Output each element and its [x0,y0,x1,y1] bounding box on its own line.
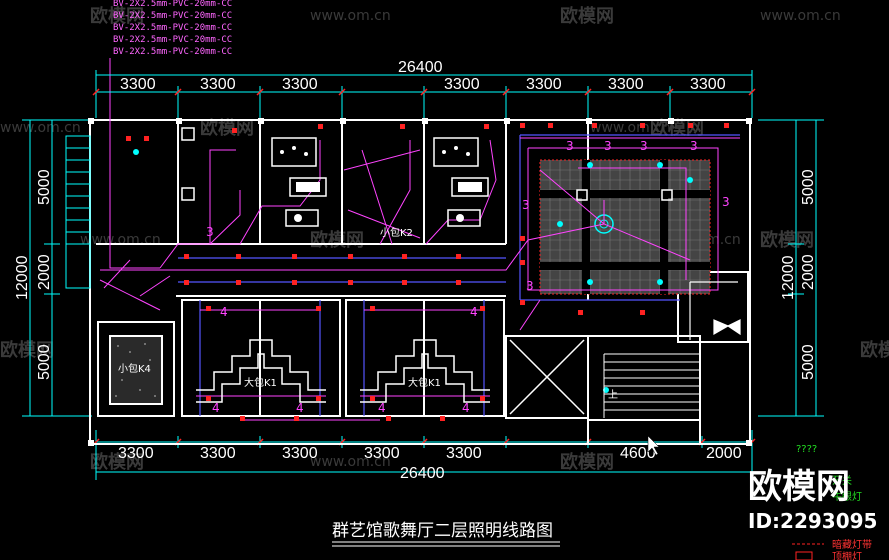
dim-top-segment: 3300 [526,76,562,93]
wire-spec-list: BV-2X2.5mm-PVC-20mm-CC BV-2X2.5mm-PVC-20… [109,0,232,110]
dance-floor-grid [539,159,711,295]
circuit-number: 4 [470,305,478,319]
dim-left-segment: 2000 [36,254,53,290]
circuit-number: 4 [378,401,386,415]
walls [89,119,751,445]
watermark-brand: 欧模网 [760,229,814,251]
circuit-number: 3 [522,198,530,212]
elevator [689,281,741,340]
dimension-text: 26400 3300 3300 3300 3300 3300 3300 3300… [14,59,817,482]
room-k4-floor [109,335,163,405]
circuit-number: 4 [296,401,304,415]
fixture-markers [126,123,729,421]
dim-top-segment: 3300 [282,76,318,93]
watermark-brand: 欧模网 [0,339,54,361]
circuit-number: 3 [566,139,574,153]
dim-top-total: 26400 [398,59,443,76]
drawing-title: 群艺馆歌舞厅二层照明线路图 [332,521,560,547]
circuit-number: 4 [462,401,470,415]
dim-bottom-segment: 4600 [620,445,656,462]
brand-logo: 欧模网 [748,467,850,507]
watermark-url: www.om.cn [590,120,671,136]
page-title: 群艺馆歌舞厅二层照明线路图 [332,521,553,541]
legend-header: ???? [796,444,817,455]
wire-spec: BV-2X2.5mm-PVC-20mm-CC [113,11,232,21]
dim-top-segment: 3300 [690,76,726,93]
dim-right-segment: 5000 [800,344,817,380]
dim-right-segment: 5000 [800,169,817,205]
room-label-k2: 小包K2 [380,226,413,239]
dim-top-segment: 3300 [120,76,156,93]
circuit-number: 3 [604,139,612,153]
wiring [99,110,740,421]
columns [88,118,752,446]
watermark-brand: 欧模网 [860,339,889,361]
legend-other: 顶棚灯 [832,550,862,560]
legend-switch: 开关 [832,474,852,487]
dim-bottom-segment: 2000 [706,445,742,462]
void-cross [509,339,585,415]
room-label-k1: 大包K1 [408,376,441,389]
room-label-k4: 小包K4 [118,362,151,375]
watermark-url: www.om.cn [760,8,841,24]
dim-bottom-segment: 3300 [446,445,482,462]
circuit-number: 3 [526,279,534,293]
wire-spec: BV-2X2.5mm-PVC-20mm-CC [113,0,232,9]
watermark-brand: 欧模网 [650,117,704,139]
dim-right-total: 12000 [780,255,797,300]
dim-top-segment: 3300 [608,76,644,93]
dim-right-segment: 2000 [800,254,817,290]
watermark-brand: 欧模网 [560,451,614,473]
circuit-number: 3 [690,139,698,153]
circuit-number: 3 [206,225,214,239]
watermark-url: www.om.cn [310,454,391,470]
watermark-url: www.om.cn [310,8,391,24]
room-label-k1: 大包K1 [244,376,277,389]
dim-bottom-segment: 3300 [282,445,318,462]
circuit-number: 4 [212,401,220,415]
watermark-layer: www.om.cn www.om.cn www.om.cn www.om.cn … [0,5,889,473]
stepped-seating [196,339,490,403]
legend-lamp: 牛眼灯 [832,490,862,503]
stair-up-label: 上 [608,389,618,401]
ktv-fixtures [181,127,489,227]
watermark-brand: 欧模网 [90,5,144,27]
dim-left-segment: 5000 [36,344,53,380]
ktv-fixture-detail [280,146,482,222]
circuit-numbers: 3 3 3 3 3 3 3 3 4 4 4 4 4 4 [206,139,730,415]
circuit-number: 3 [640,139,648,153]
dim-bottom-segment: 3300 [200,445,236,462]
watermark-brand: 欧模网 [200,117,254,139]
wire-spec: BV-2X2.5mm-PVC-20mm-CC [113,35,232,45]
dim-top-segment: 3300 [444,76,480,93]
dim-bottom-segment: 3300 [364,445,400,462]
circuit-number: 3 [722,195,730,209]
legend-strip: 暗藏灯带 [832,538,872,551]
wire-spec: BV-2X2.5mm-PVC-20mm-CC [113,47,232,57]
stairs-right [603,353,700,418]
dim-left-total: 12000 [14,255,31,300]
wire-spec: BV-2X2.5mm-PVC-20mm-CC [113,23,232,33]
brand-watermark: 欧模网 ID:2293095 [748,467,877,533]
watermark-url: www.om.cn [80,232,161,248]
dim-bottom-total: 26400 [400,465,445,482]
dim-left-segment: 5000 [36,169,53,205]
brand-id: ID:2293095 [748,509,877,533]
legend: ???? 开关 牛眼灯 暗藏灯带 顶棚灯 [792,444,872,560]
watermark-brand: 欧模网 [310,229,364,251]
dim-bottom-segment: 3300 [118,445,154,462]
left-stair [65,135,91,289]
watermark-brand: 欧模网 [90,451,144,473]
mouse-cursor-icon [647,435,660,456]
dim-top-segment: 3300 [200,76,236,93]
room-labels: 小包K2 小包K4 大包K1 大包K1 上 [118,226,618,401]
circuit-number: 4 [220,305,228,319]
watermark-brand: 欧模网 [560,5,614,27]
watermark-url: www.om.cn [0,120,81,136]
